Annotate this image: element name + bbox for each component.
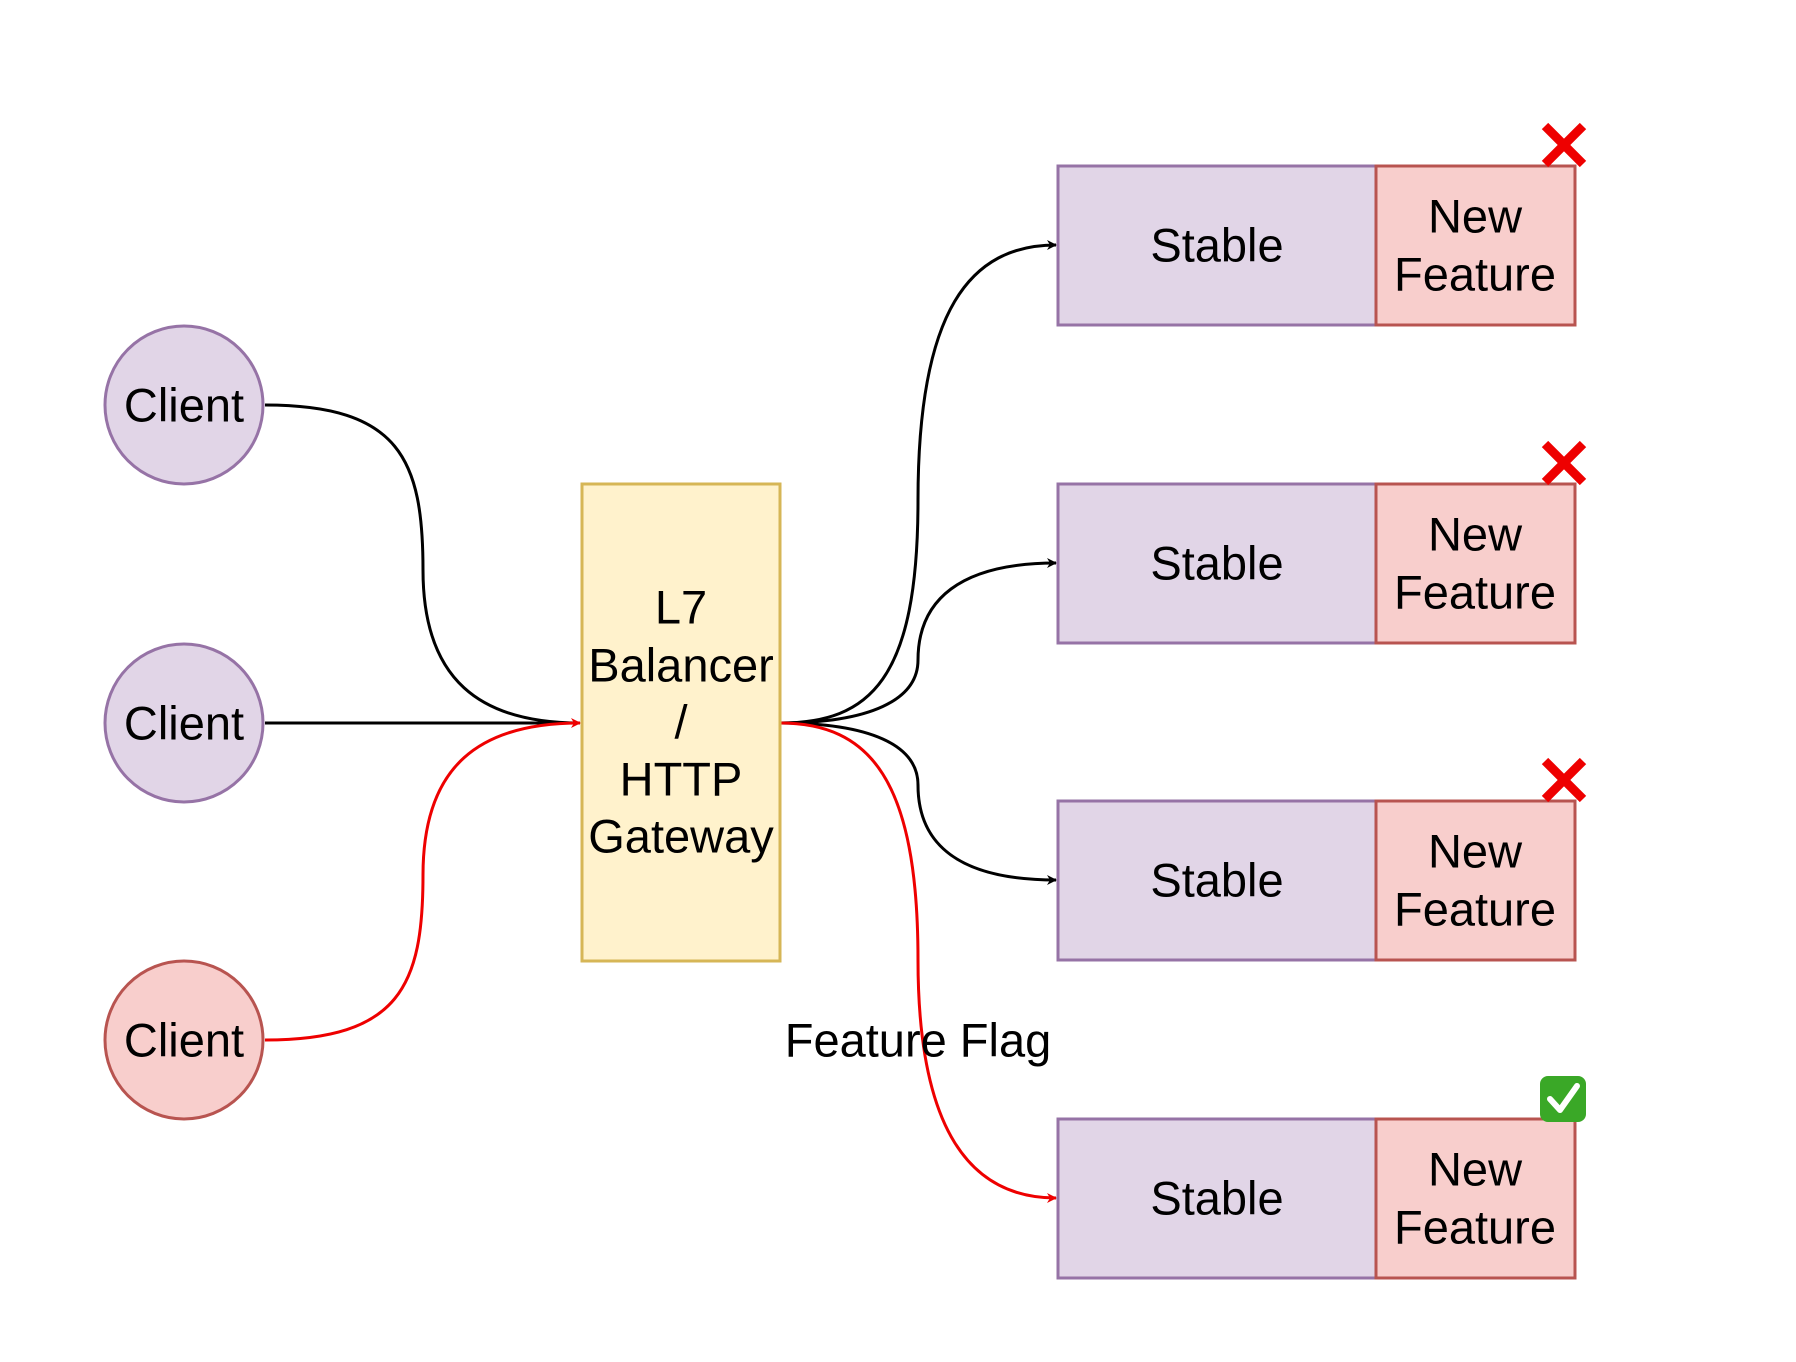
client-node-3-flagged: Client	[103, 959, 265, 1121]
service-node-4-flagged: Stable New Feature	[1056, 1076, 1586, 1280]
edge-gateway-to-service-4	[779, 721, 1057, 1203]
client-label: Client	[124, 697, 244, 750]
edge-client-3-to-gateway	[264, 718, 581, 1042]
edge-gateway-to-service-1	[779, 240, 1057, 725]
cross-mark-icon	[1541, 757, 1587, 803]
service-node-3: Stable New Feature	[1056, 757, 1587, 962]
service-node-1: Stable New Feature	[1056, 122, 1587, 327]
gateway-node: L7 Balancer / HTTP Gateway	[580, 482, 782, 963]
new-feature-box	[1374, 1117, 1577, 1280]
edge-gateway-to-service-3	[779, 721, 1057, 885]
stable-box	[1056, 164, 1378, 327]
stable-label: Stable	[1150, 219, 1283, 272]
new-feature-label-line: Feature	[1394, 248, 1556, 301]
cross-mark-icon	[1541, 122, 1587, 168]
new-feature-label-line: Feature	[1394, 1201, 1556, 1254]
client-node-1: Client	[103, 324, 265, 486]
new-feature-box	[1374, 164, 1577, 327]
new-feature-box	[1374, 799, 1577, 962]
stable-label: Stable	[1150, 1172, 1283, 1225]
new-feature-label-line: New	[1428, 825, 1523, 878]
new-feature-label-line: New	[1428, 508, 1523, 561]
stable-label: Stable	[1150, 537, 1283, 590]
client-node-2: Client	[103, 642, 265, 804]
stable-box	[1056, 482, 1378, 645]
new-feature-box	[1374, 482, 1577, 645]
gateway-label-line: L7	[655, 581, 707, 634]
gateway-label-line: HTTP	[620, 753, 743, 806]
stable-label: Stable	[1150, 854, 1283, 907]
gateway-label-line: Balancer	[588, 639, 774, 692]
client-label: Client	[124, 379, 244, 432]
new-feature-label-line: New	[1428, 190, 1523, 243]
new-feature-label-line: Feature	[1394, 883, 1556, 936]
client-label: Client	[124, 1014, 244, 1067]
service-node-2: Stable New Feature	[1056, 440, 1587, 645]
new-feature-label-line: New	[1428, 1143, 1523, 1196]
check-mark-icon	[1540, 1076, 1586, 1122]
edge-client-1-to-gateway	[264, 403, 581, 725]
edge-label-feature-flag: Feature Flag	[785, 1014, 1051, 1067]
gateway-label-line: Gateway	[588, 810, 774, 863]
gateway-label-line: /	[674, 696, 688, 749]
stable-box	[1056, 799, 1378, 962]
new-feature-label-line: Feature	[1394, 566, 1556, 619]
cross-mark-icon	[1541, 440, 1587, 486]
edge-gateway-to-service-2	[779, 558, 1057, 725]
